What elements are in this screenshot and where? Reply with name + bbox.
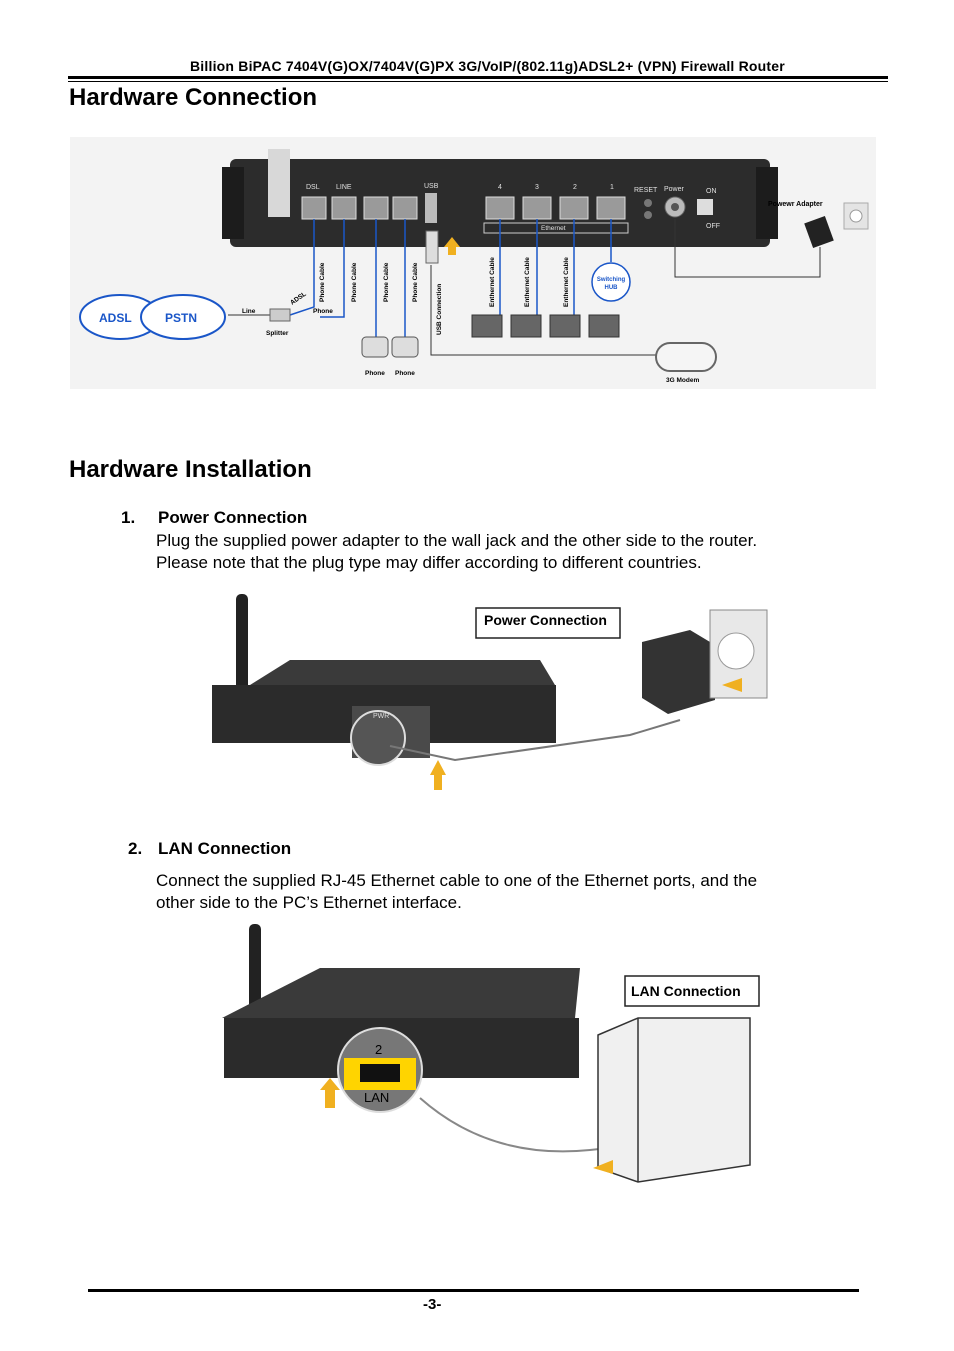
router-top-icon — [222, 968, 580, 1018]
step-1-line-2: Please note that the plug type may diffe… — [156, 553, 702, 572]
cable-label-phone-4: Phone Cable — [412, 262, 419, 302]
step-1-number: 1. — [121, 508, 136, 527]
footer-rule — [88, 1289, 859, 1292]
port-label-on: ON — [706, 188, 717, 195]
pc-icons — [471, 314, 620, 338]
switching-hub-label-2: HUB — [605, 285, 619, 291]
port-label-reset: RESET — [634, 187, 658, 194]
phone-icon-left — [361, 336, 389, 358]
header-rule — [68, 76, 888, 79]
power-adapter-label: Powewr Adapter — [768, 201, 823, 208]
cable-label-ethernet-1: Enthernet Cable — [489, 257, 496, 307]
port-label-3: 3 — [535, 184, 539, 191]
socket-arrow-icon — [722, 678, 742, 692]
port-label-off: OFF — [706, 223, 720, 230]
document-header: Billion BiPAC 7404V(G)OX/7404V(G)PX 3G/V… — [190, 58, 785, 74]
pstn-label: PSTN — [165, 311, 197, 325]
power-connection-callout — [475, 607, 621, 639]
cable-label-phone-3: Phone Cable — [383, 262, 390, 302]
pc-tower-icon — [597, 1017, 751, 1183]
step-2-title: LAN Connection — [158, 839, 292, 858]
power-arrow-icon — [430, 760, 446, 790]
power-connection-illustration: PWR Power Connection — [212, 594, 768, 790]
phone-label-right: Phone — [395, 370, 415, 377]
ethernet-label: Ethernet — [541, 225, 566, 232]
line-label: Line — [242, 308, 256, 315]
connection-diagram: DSL LINE USB 4 3 2 1 RESET Power ON OFF … — [70, 137, 876, 389]
lan-port-number: 2 — [375, 1042, 382, 1057]
hardware-installation-heading: Hardware Installation — [69, 456, 312, 483]
router-top-icon — [250, 660, 555, 685]
step-2-line-1: Connect the supplied RJ-45 Ethernet cabl… — [156, 871, 758, 890]
adsl-cloud-icon — [79, 294, 226, 340]
step-2-line-2: other side to the PC’s Ethernet interfac… — [156, 893, 462, 912]
3g-modem-icon — [655, 342, 717, 372]
port-label-usb: USB — [424, 183, 439, 190]
port-label-power: Power — [664, 186, 685, 193]
pc-arrow-icon — [593, 1160, 613, 1174]
port-label-line: LINE — [336, 184, 352, 191]
port-label-dsl: DSL — [306, 184, 320, 191]
power-adapter-icon — [642, 630, 715, 714]
splitter-label: Splitter — [266, 330, 289, 337]
antenna-icon — [268, 149, 290, 217]
cable-label-phone-1: Phone Cable — [319, 262, 326, 302]
step-1-line-1: Plug the supplied power adapter to the w… — [156, 531, 758, 550]
pwr-port-label: PWR — [373, 713, 389, 720]
switching-hub-icon — [591, 262, 631, 302]
port-label-1: 1 — [610, 184, 614, 191]
lan-port-label: LAN — [364, 1090, 389, 1105]
switching-hub-label-1: Switching — [597, 277, 626, 283]
port-label-2: 2 — [573, 184, 577, 191]
header-rule-thin — [68, 81, 888, 82]
power-connection-callout-label: Power Connection — [484, 612, 607, 628]
adsl-label: ADSL — [99, 311, 132, 325]
port-label-4: 4 — [498, 184, 502, 191]
usb-port-icon — [425, 193, 437, 223]
lan-connection-illustration: 2 LAN LAN Connection — [222, 924, 760, 1183]
cable-label-phone-2: Phone Cable — [351, 262, 358, 302]
3g-modem-label: 3G Modem — [666, 377, 699, 384]
phone-cable-end-label: Phone — [313, 308, 333, 315]
usb-arrow-icon — [444, 237, 460, 255]
cable-label-usb: USB Connection — [436, 284, 443, 335]
usb-plug-icon — [425, 230, 439, 264]
lan-connection-callout — [624, 975, 760, 1007]
cable-label-ethernet-2: Enthernet Cable — [524, 257, 531, 307]
lan-arrow-icon — [320, 1078, 340, 1108]
power-adapter-icon — [804, 216, 834, 248]
lan-connection-callout-label: LAN Connection — [631, 983, 741, 999]
hardware-connection-heading: Hardware Connection — [69, 84, 318, 111]
cable-label-ethernet-3: Enthernet Cable — [563, 257, 570, 307]
splitter-icon — [269, 308, 291, 322]
page-number: -3- — [423, 1296, 442, 1313]
step-1-title: Power Connection — [158, 508, 308, 527]
phone-label-left: Phone — [365, 370, 385, 377]
step-2-number: 2. — [128, 839, 143, 858]
phone-icon-right — [391, 336, 419, 358]
